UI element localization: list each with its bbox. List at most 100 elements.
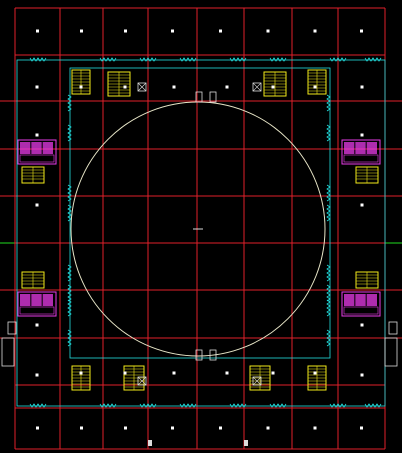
window-mark — [364, 403, 382, 408]
toilet-cubicle — [20, 294, 31, 306]
lift-cross — [137, 82, 147, 92]
room-markers-layer — [35, 29, 364, 430]
lift-box — [252, 82, 262, 92]
room-marker — [313, 29, 317, 33]
window-mark — [326, 124, 331, 142]
window-mark — [67, 94, 72, 112]
room-marker — [124, 426, 127, 430]
lift-cross — [252, 82, 262, 92]
toilet-cubicle — [42, 294, 53, 306]
window-mark — [67, 204, 72, 222]
toilet-basin — [19, 306, 55, 315]
window-mark — [29, 403, 47, 408]
toilet-blocks-layer — [17, 139, 381, 317]
window-mark — [67, 264, 72, 282]
room-marker — [360, 373, 364, 377]
window-mark — [67, 329, 72, 347]
side-stair-frame — [1, 337, 15, 367]
window-mark — [269, 57, 287, 62]
lift-cross — [137, 376, 147, 386]
door-frame — [7, 321, 17, 335]
stair-cores-layer — [21, 69, 379, 391]
toilet-cubicle — [366, 294, 377, 306]
door-frame — [195, 349, 203, 361]
room-marker — [266, 29, 270, 33]
room-marker — [171, 426, 174, 430]
window-mark — [329, 57, 347, 62]
window-mark — [67, 299, 72, 317]
room-marker — [266, 426, 270, 430]
window-mark — [269, 403, 287, 408]
window-mark — [99, 403, 117, 408]
window-mark — [99, 57, 117, 62]
lift-box — [137, 82, 147, 92]
window-mark — [326, 284, 331, 302]
room-marker — [35, 85, 39, 89]
door-frame — [388, 321, 398, 335]
window-mark — [326, 264, 331, 282]
doors-layer — [1, 91, 398, 446]
toilet-cubicle — [366, 142, 377, 154]
toilet-block — [341, 291, 381, 317]
room-marker — [360, 323, 364, 327]
wall-outline — [69, 67, 331, 359]
window-mark — [326, 94, 331, 112]
room-marker — [36, 426, 39, 430]
room-marker — [360, 29, 363, 33]
room-marker — [360, 133, 364, 137]
lift-box — [252, 376, 262, 386]
room-marker — [172, 85, 176, 89]
door-frame — [209, 91, 217, 103]
room-marker — [123, 371, 127, 375]
room-marker — [360, 85, 364, 89]
room-marker — [271, 85, 275, 89]
window-mark — [326, 329, 331, 347]
door-frame — [209, 349, 217, 361]
room-marker — [171, 29, 174, 33]
toilet-cubicle — [355, 142, 366, 154]
room-marker — [35, 203, 39, 207]
window-mark — [179, 403, 197, 408]
room-marker — [219, 426, 222, 430]
window-mark — [326, 184, 331, 202]
toilet-block — [17, 139, 57, 165]
room-marker — [313, 85, 317, 89]
room-marker — [79, 371, 83, 375]
walls-layer — [16, 57, 386, 408]
toilet-cubicle — [31, 294, 42, 306]
toilet-cubicle — [31, 142, 42, 154]
toilet-basin — [343, 306, 379, 315]
window-mark — [329, 403, 347, 408]
room-marker — [360, 203, 364, 207]
room-marker — [271, 371, 275, 375]
room-marker — [80, 426, 83, 430]
room-marker — [36, 29, 39, 33]
room-marker — [225, 85, 229, 89]
toilet-block — [341, 139, 381, 165]
window-mark — [229, 57, 247, 62]
wall-outline — [16, 59, 386, 407]
room-marker — [225, 371, 229, 375]
window-mark — [139, 403, 157, 408]
lift-box — [137, 376, 147, 386]
window-mark — [67, 284, 72, 302]
window-mark — [179, 57, 197, 62]
room-marker — [79, 85, 83, 89]
column-marker — [148, 440, 152, 446]
toilet-cubicle — [344, 142, 355, 154]
toilet-basin — [343, 154, 379, 163]
window-mark — [326, 299, 331, 317]
room-marker — [35, 133, 39, 137]
room-marker — [123, 85, 127, 89]
room-marker — [313, 371, 317, 375]
side-stair-frame — [384, 337, 398, 367]
room-marker — [360, 426, 363, 430]
window-mark — [67, 184, 72, 202]
toilet-cubicle — [42, 142, 53, 154]
column-marker — [244, 440, 248, 446]
window-mark — [67, 124, 72, 142]
room-marker — [35, 373, 39, 377]
